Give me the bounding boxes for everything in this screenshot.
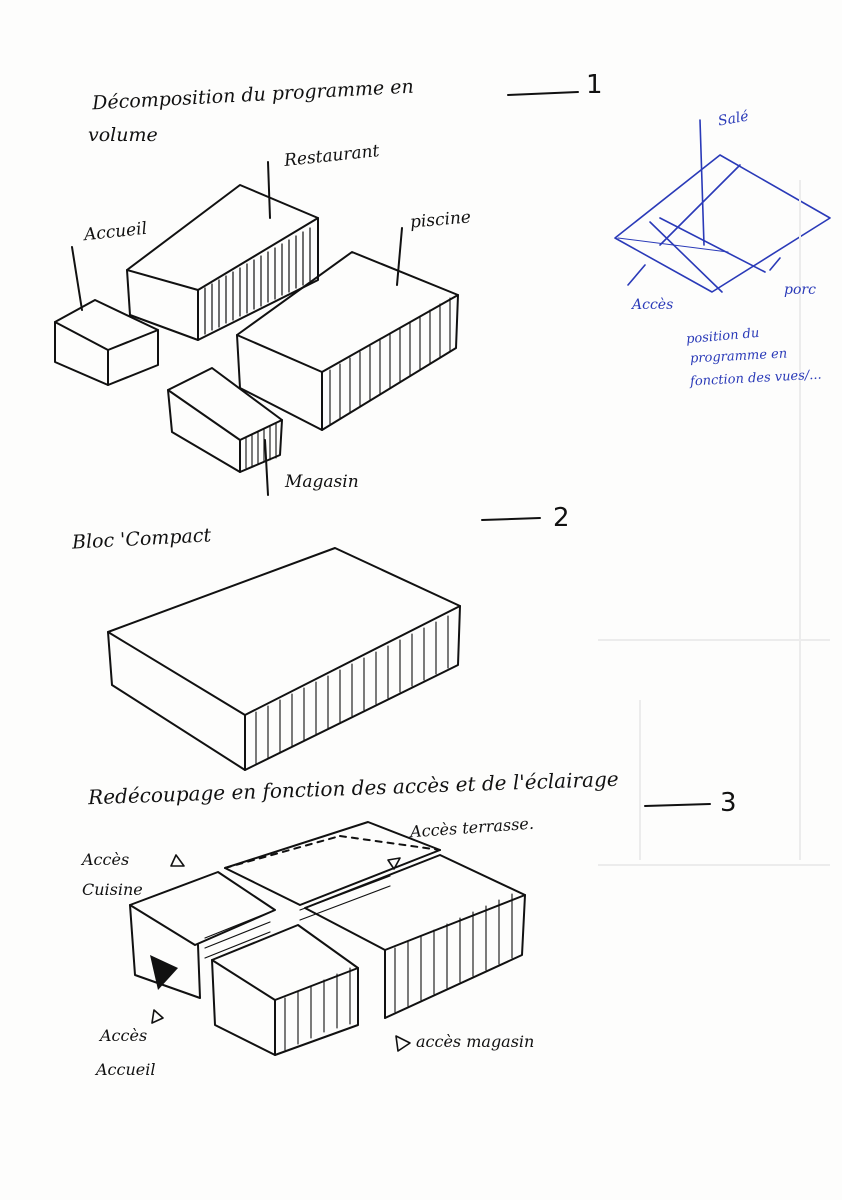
label-acces-accueil-line2: Accueil <box>96 1060 156 1079</box>
piscine-hatch <box>329 297 451 425</box>
site-plan <box>614 119 831 293</box>
section1-rule <box>507 91 579 96</box>
label-acces-accueil-line1: Accès <box>100 1026 148 1045</box>
acces-magasin-arrow-icon <box>395 1035 411 1052</box>
accueil-volume <box>54 246 159 386</box>
acces-accueil-arrow-icon <box>151 1009 164 1024</box>
section1-number: 1 <box>586 70 603 100</box>
piscine-volume <box>236 227 459 431</box>
site-label-porc: porc <box>784 282 816 298</box>
section2-rule <box>481 517 541 521</box>
recut-volumes <box>129 821 526 1056</box>
shadow-wedge <box>150 955 178 990</box>
label-acces-cuisine-line2: Cuisine <box>82 880 143 899</box>
compact-hatch <box>255 615 449 765</box>
bleed-through-marks <box>598 180 830 866</box>
site-label-acces: Accès <box>632 297 674 313</box>
magasin-volume <box>167 367 283 496</box>
acces-cuisine-arrow-icon <box>170 854 185 867</box>
acces-terrasse-arrow-icon <box>387 857 401 870</box>
compact-volume <box>107 547 461 771</box>
section3-rule <box>644 803 711 807</box>
section2-number: 2 <box>553 503 570 533</box>
label-acces-cuisine-line1: Accès <box>82 850 130 869</box>
section3-number: 3 <box>720 788 737 818</box>
recut-hatch <box>204 875 513 1051</box>
label-acces-magasin: accès magasin <box>416 1032 535 1051</box>
restaurant-hatch <box>204 227 311 335</box>
magasin-hatch <box>245 422 277 469</box>
section1-title-line2: volume <box>88 124 158 146</box>
label-magasin: Magasin <box>285 472 359 492</box>
restaurant-volume <box>126 161 319 341</box>
